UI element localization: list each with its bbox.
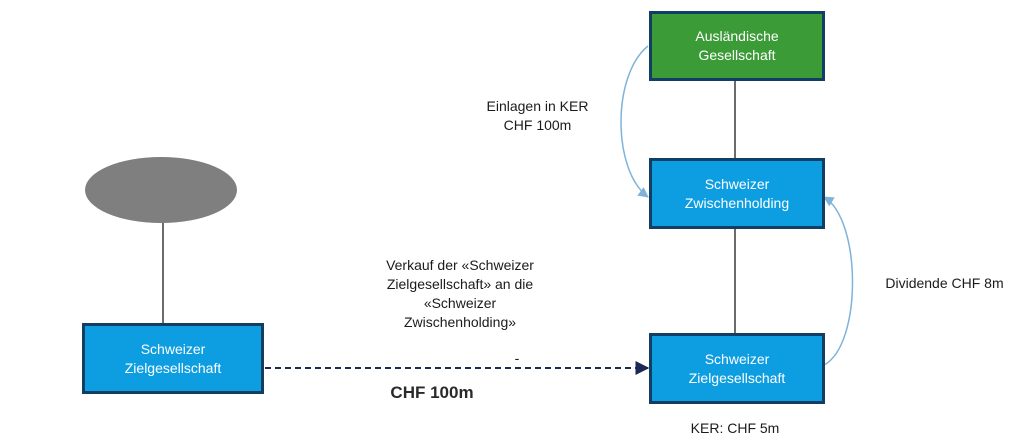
holding-box: Schweizer Zwischenholding xyxy=(649,158,825,229)
dividend-label: Dividende CHF 8m xyxy=(885,275,1004,291)
right-target-company-box: Schweizer Zielgesellschaft xyxy=(649,333,825,404)
contribution-arrow xyxy=(620,45,649,198)
left-target-company-box: Schweizer Zielgesellschaft xyxy=(82,323,264,394)
shareholder-ellipse xyxy=(85,157,237,223)
sale-label: Verkauf der «Schweizer Zielgesellschaft»… xyxy=(386,257,534,330)
contribution-label: Einlagen in KER CHF 100m xyxy=(486,98,589,133)
dash-mark: - xyxy=(514,350,520,366)
price-label: CHF 100m xyxy=(390,383,474,402)
ker-note: KER: CHF 5m xyxy=(690,420,780,436)
foreign-company-box: Ausländische Gesellschaft xyxy=(649,11,825,81)
dividend-arrow xyxy=(823,196,854,366)
